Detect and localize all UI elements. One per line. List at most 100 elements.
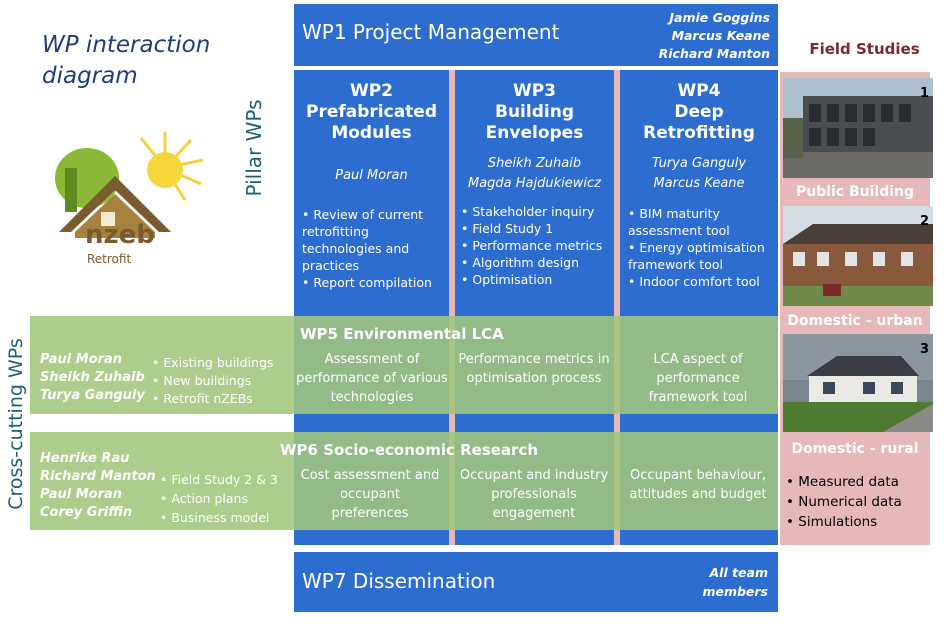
pillar-wps-label: Pillar WPs (242, 99, 266, 197)
wp3-item: Stakeholder inquiry (461, 203, 610, 220)
field-study-2-label: Domestic - urban (787, 313, 923, 329)
field-study-item: • Measured data (786, 474, 899, 490)
wp2-title-line: Prefabricated (306, 102, 437, 122)
wp3-item: Performance metrics (461, 237, 610, 254)
wp7-title: WP7 Dissemination (302, 569, 496, 593)
field-study-item: • Numerical data (786, 494, 902, 510)
field-study-1-number: 1 (919, 86, 929, 101)
wp4-title-line: Retrofitting (643, 123, 755, 143)
wp7-people: All team members (702, 563, 768, 601)
wp4-person: Turya Ganguly (651, 156, 747, 171)
field-study-items: • Measured data • Numerical data • Simul… (786, 472, 902, 532)
wp1-people: Jamie Goggins Marcus Keane Richard Manto… (659, 9, 770, 63)
wp5-title: WP5 Environmental LCA (300, 325, 504, 343)
domestic-rural-image (783, 334, 933, 432)
wp1-person: Marcus Keane (671, 28, 770, 43)
wp6-item: Field Study 2 & 3 (160, 470, 278, 489)
wp6-cell-wp3: Occupant and industry professionals enga… (459, 468, 609, 521)
wp3-title-line: Building (495, 102, 574, 122)
wp2-items: Review of current retrofitting technolog… (302, 206, 443, 291)
wp4-people: Turya Ganguly Marcus Keane (620, 154, 778, 194)
wp3-people: Sheikh Zuhaib Magda Hajdukiewicz (455, 154, 614, 194)
nzeb-logo-graphic (55, 132, 204, 238)
field-study-1-label: Public Building (795, 184, 915, 200)
wp6-person: Corey Griffin (40, 505, 133, 520)
wp4-item: BIM maturity assessment tool (628, 205, 774, 239)
wp6-person: Henrike Rau (40, 451, 130, 466)
wp2-item: Report compilation (302, 274, 443, 291)
wp4-title-line: WP4 (677, 81, 721, 101)
wp3-items: Stakeholder inquiry Field Study 1 Perfor… (461, 203, 610, 288)
wp4-item: Indoor comfort tool (628, 273, 774, 290)
wp6-item: Action plans (160, 489, 278, 508)
field-study-item-text: Simulations (798, 514, 878, 530)
title-line-1: WP interaction (42, 32, 211, 58)
wp6-cell-wp2: Cost assessment and occupant preferences (300, 468, 440, 521)
wp5-person: Paul Moran (40, 352, 123, 367)
wp2-item: Review of current retrofitting technolog… (302, 206, 443, 274)
wp5-cell-wp4: LCA aspect of performance framework tool (648, 352, 748, 405)
wp6-people: Henrike Rau Richard Manton Paul Moran Co… (40, 450, 156, 522)
domestic-urban-image (783, 206, 933, 306)
wp6-items: Field Study 2 & 3 Action plans Business … (160, 470, 278, 527)
wp5-items: Existing buildings New buildings Retrofi… (152, 354, 273, 408)
field-study-2-number: 2 (919, 214, 929, 229)
wp1-person: Richard Manton (658, 46, 770, 61)
wp5-item: Retrofit nZEBs (152, 390, 273, 408)
wp5-cell-wp3: Performance metrics in optimisation proc… (458, 352, 610, 386)
wp2-title-line: WP2 (349, 81, 394, 101)
wp7-people-line: members (702, 584, 768, 599)
wp5-band: WP5 Environmental LCA Paul Moran Sheikh … (30, 316, 778, 414)
title-line-2: diagram (42, 63, 138, 89)
wp1-person: Jamie Goggins (669, 10, 770, 25)
field-study-3-photo: 3 (783, 334, 933, 432)
wp5-person: Sheikh Zuhaib (40, 370, 145, 385)
field-study-2-photo: 2 (783, 206, 933, 306)
wp3-person: Magda Hajdukiewicz (468, 176, 601, 191)
field-studies-title: Field Studies (809, 40, 920, 58)
field-study-1-photo: 1 (783, 78, 933, 178)
diagram-title: WP interaction diagram (42, 30, 210, 92)
wp6-band: WP6 Socio-economic Research Henrike Rau … (30, 432, 778, 530)
wp2-person: Paul Moran (335, 168, 408, 183)
wp4-item: Energy optimisation framework tool (628, 239, 774, 273)
field-study-item-text: Measured data (798, 474, 899, 490)
wp4-items: BIM maturity assessment tool Energy opti… (628, 205, 774, 290)
wp3-title-line: WP3 (512, 81, 557, 101)
wp3-title-line: Envelopes (485, 123, 584, 143)
wp6-title: WP6 Socio-economic Research (280, 441, 539, 459)
logo-text: nzeb (85, 220, 155, 250)
wp3-title: WP3 Building Envelopes (455, 81, 614, 144)
field-study-item-text: Numerical data (798, 494, 902, 510)
wp6-item: Business model (160, 508, 278, 527)
wp7-people-line: All team (709, 565, 768, 580)
field-study-3-label: Domestic - rural (791, 441, 919, 457)
wp5-people: Paul Moran Sheikh Zuhaib Turya Ganguly (40, 351, 145, 405)
wp5-person: Turya Ganguly (40, 388, 145, 403)
wp5-item: Existing buildings (152, 354, 273, 372)
wp4-person: Marcus Keane (653, 176, 745, 191)
wp6-person: Richard Manton (40, 469, 156, 484)
nzeb-logo: nzeb Retrofit (45, 128, 225, 278)
wp4-title-line: Deep (674, 102, 724, 122)
wp5-cell-wp2: Assessment of performance of various tec… (296, 352, 448, 405)
wp2-title-line: Modules (331, 123, 412, 143)
pillar-separator-2 (614, 70, 620, 545)
field-study-item: • Simulations (786, 514, 878, 530)
logo-subtext: Retrofit (87, 252, 132, 266)
wp6-cell-wp4: Occupant behaviour, attitudes and budget (629, 468, 767, 502)
wp1-box: WP1 Project Management Jamie Goggins Mar… (294, 4, 778, 66)
wp3-item: Optimisation (461, 271, 610, 288)
crosscut-wps-label: Cross-cutting WPs (5, 338, 27, 510)
wp3-person: Sheikh Zuhaib (487, 156, 582, 171)
wp6-person: Paul Moran (40, 487, 123, 502)
pillar-separator-1 (449, 70, 455, 545)
wp3-item: Field Study 1 (461, 220, 610, 237)
wp7-box: WP7 Dissemination All team members (294, 552, 778, 612)
wp3-item: Algorithm design (461, 254, 610, 271)
wp4-title: WP4 Deep Retrofitting (620, 81, 778, 144)
wp2-people: Paul Moran (294, 166, 449, 186)
wp5-item: New buildings (152, 372, 273, 390)
wp1-title: WP1 Project Management (302, 20, 560, 44)
wp2-title: WP2 Prefabricated Modules (294, 81, 449, 144)
